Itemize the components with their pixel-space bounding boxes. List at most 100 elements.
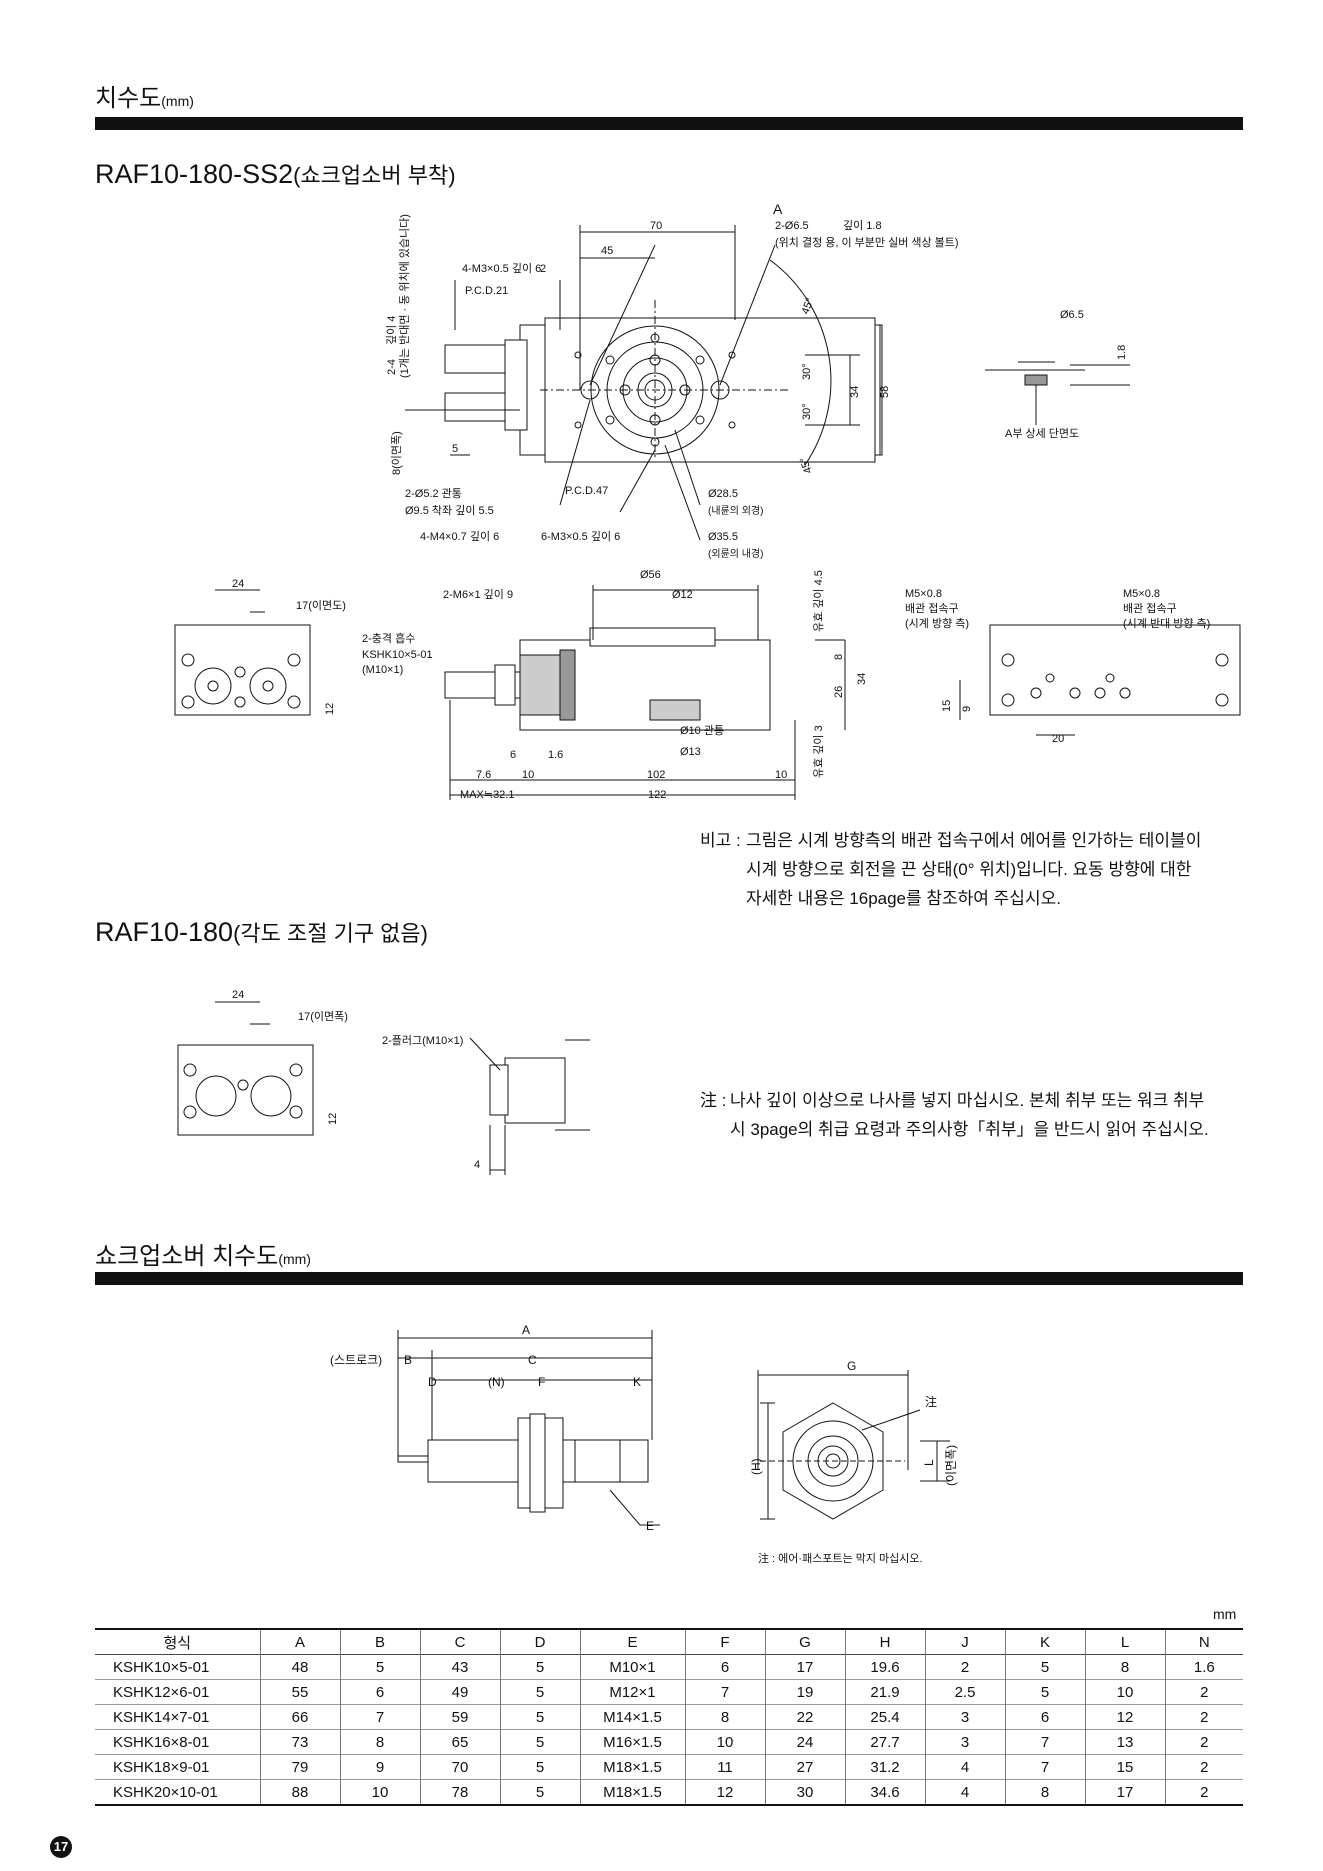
value-cell: 30 [764, 1779, 845, 1805]
value-cell: M18×1.5 [579, 1754, 685, 1780]
shock-dim-k: K [633, 1375, 641, 1389]
table-header-cell: 형식 [163, 1634, 192, 1652]
raf10-180-drawing: 24 17(이면폭) 12 2-플러그(M10×1) 4 [177, 989, 590, 1175]
dim-34-front: 34 [856, 673, 868, 685]
value-cell: 59 [419, 1704, 500, 1730]
effective-depth-4-5: 유효 깊이 4.5 [812, 570, 825, 632]
value-cell: 3 [924, 1704, 1005, 1730]
shock-dim-f: F [538, 1375, 545, 1389]
value-cell: 17 [764, 1654, 845, 1680]
model-cell: KSHK12×6-01 [113, 1683, 210, 1701]
remark-line-2: 시계 방향으로 회전을 끈 상태(0° 위치)입니다. 요동 방향에 대한 [746, 860, 1192, 879]
shock-dim-e: E [646, 1519, 654, 1533]
value-cell: 48 [259, 1654, 340, 1680]
value-cell: 5 [339, 1654, 420, 1680]
value-cell: 73 [259, 1729, 340, 1755]
dim-7-6: 7.6 [476, 769, 491, 781]
outer-note: (외륜의 내경) [708, 547, 763, 560]
page-header: 치수도(mm) [95, 78, 194, 113]
value-cell: 5 [1004, 1679, 1085, 1705]
pcd47-label: P.C.D.47 [565, 485, 608, 497]
sec2-dim-4: 4 [474, 1159, 480, 1171]
value-cell: 8 [1004, 1779, 1085, 1805]
pcd21-label: P.C.D.21 [465, 285, 508, 297]
page-number: 17 [50, 1836, 72, 1858]
counterbore-label: Ø9.5 착좌 깊이 5.5 [405, 504, 494, 517]
dia-28-5: Ø28.5 [708, 488, 738, 500]
value-cell: 2 [1164, 1779, 1243, 1805]
angle-30-top: 30° [801, 363, 813, 380]
shock-dim-a: A [522, 1323, 530, 1337]
section3-title: 쇼크업소버 치수도(mm) [95, 1236, 311, 1271]
value-cell: M10×1 [579, 1654, 685, 1680]
port-cw-side: (시계 방향 측) [905, 617, 969, 630]
through-10: Ø10 관통 [680, 724, 724, 737]
model-cell: KSHK20×10-01 [113, 1783, 218, 1801]
sec2-dim-17: 17(이면폭) [298, 1010, 348, 1023]
value-cell: 27.7 [844, 1729, 925, 1755]
back-face-label: 8(이면폭) [390, 431, 403, 475]
table-header-cell: H [844, 1629, 925, 1655]
value-cell: 49 [419, 1679, 500, 1705]
value-cell: 10 [1084, 1679, 1165, 1705]
dim-34: 34 [849, 386, 861, 398]
table-header-cell: N [1164, 1629, 1243, 1655]
value-cell: 34.6 [844, 1779, 925, 1805]
value-cell: 66 [259, 1704, 340, 1730]
dim-10-left: 10 [522, 769, 534, 781]
dim-10-right: 10 [775, 769, 787, 781]
value-cell: 5 [499, 1754, 580, 1780]
shock-model: KSHK10×5-01 [362, 649, 433, 661]
raf10-180-ss2-drawing: A 70 45 2-Ø6.5 깊이 1.8 (위치 결정 용, 이 부분만 실버… [174, 201, 1241, 801]
left-dim-12: 12 [324, 703, 336, 715]
shock-dim-c: C [528, 1353, 537, 1367]
value-cell: 24 [764, 1729, 845, 1755]
dim-15: 15 [941, 700, 953, 712]
value-cell: 5 [499, 1704, 580, 1730]
section2-title: RAF10-180(각도 조절 기구 없음) [95, 916, 428, 948]
dia-12: Ø12 [672, 589, 693, 601]
angle-45-bottom: 45° [798, 455, 815, 475]
dim-6: 6 [510, 749, 516, 761]
value-cell: 5 [499, 1654, 580, 1680]
value-cell: 2 [1164, 1754, 1243, 1780]
shock-note-mark: 注 [925, 1394, 937, 1409]
value-cell: 2.5 [924, 1679, 1005, 1705]
value-cell: 8 [339, 1729, 420, 1755]
section1-title: RAF10-180-SS2(쇼크업소버 부착) [95, 158, 456, 190]
value-cell: 21.9 [844, 1679, 925, 1705]
dia-13: Ø13 [680, 746, 701, 758]
shock-dim-d: D [428, 1375, 437, 1389]
value-cell: 4 [924, 1779, 1005, 1805]
port-ccw-thread: M5×0.8 [1123, 588, 1160, 600]
side-tap-note: (1개는 반대면 · 동 위치에 있습니다) [398, 214, 411, 378]
shock-dim-l: L [922, 1459, 936, 1466]
value-cell: 5 [1004, 1654, 1085, 1680]
section3-title-main: 쇼크업소버 치수도 [95, 1243, 279, 1270]
remark-line-3: 자세한 내용은 16page를 참조하여 주십시오. [746, 889, 1061, 908]
section3-rule [95, 1272, 1243, 1285]
value-cell: 78 [419, 1779, 500, 1805]
port-ccw-side: (시계 반대 방향 측) [1123, 617, 1210, 630]
value-cell: 13 [1084, 1729, 1165, 1755]
dim-102: 102 [647, 769, 665, 781]
inner-note: (내륜의 외경) [708, 504, 763, 517]
dim-5: 5 [452, 443, 458, 455]
model-cell: KSHK10×5-01 [113, 1658, 210, 1676]
value-cell: M16×1.5 [579, 1729, 685, 1755]
plug-label: 2-플러그(M10×1) [382, 1034, 463, 1047]
value-cell: 7 [1004, 1729, 1085, 1755]
value-cell: 2 [1164, 1704, 1243, 1730]
value-cell: M18×1.5 [579, 1779, 685, 1805]
m3x6-label: 6-M3×0.5 깊이 6 [541, 530, 620, 543]
table-header-cell: G [764, 1629, 845, 1655]
value-cell: 9 [339, 1754, 420, 1780]
detail-dia: Ø6.5 [1060, 309, 1084, 321]
value-cell: 88 [259, 1779, 340, 1805]
remark-label: 비고 : [700, 831, 741, 850]
dim-2: 2 [540, 263, 546, 275]
